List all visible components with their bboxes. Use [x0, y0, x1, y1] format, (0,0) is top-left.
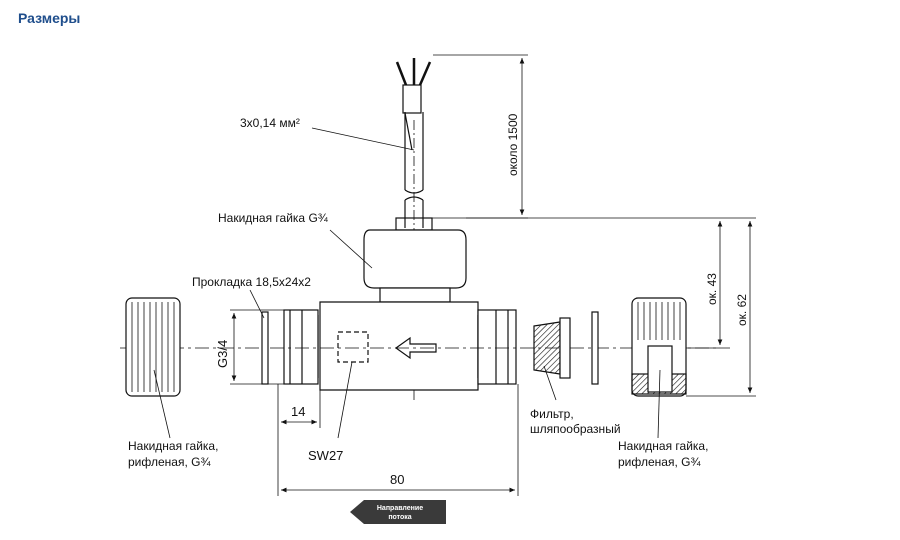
knurled-left-label-1: Накидная гайка, — [128, 439, 218, 453]
knurled-right-label-1: Накидная гайка, — [618, 439, 708, 453]
flow-label-1: Направление — [377, 505, 423, 512]
union-nut-top — [363, 217, 467, 303]
gasket — [261, 311, 269, 385]
gasket-right — [591, 311, 599, 385]
union-nut-label: Накидная гайка G¾ — [218, 211, 329, 225]
gasket-label: Прокладка 18,5x24x2 — [192, 275, 311, 289]
knurled-left-label-2: рифленая, G¾ — [128, 455, 211, 469]
knurled-nut-left — [125, 297, 181, 397]
flow-direction-badge: Направление потока — [350, 500, 446, 524]
sw-label: SW27 — [308, 448, 343, 463]
dim-14-label: 14 — [291, 404, 305, 419]
cable-wires — [395, 58, 432, 151]
length-label: около 1500 — [506, 113, 520, 176]
filter-label-2: шляпообразный — [530, 422, 621, 436]
flow-label-2: потока — [388, 514, 411, 521]
dim-62-label: ок. 62 — [735, 294, 749, 326]
page-title: Размеры — [18, 10, 81, 26]
dim-43-label: ок. 43 — [705, 273, 719, 305]
knurled-nut-right — [631, 297, 687, 397]
meter-body — [283, 301, 517, 391]
knurled-right-label-2: рифленая, G¾ — [618, 455, 701, 469]
cable-label: 3x0,14 мм² — [240, 116, 300, 130]
dim-80-label: 80 — [390, 472, 404, 487]
thread-label: G3/4 — [215, 340, 230, 368]
filter-label-1: Фильтр, — [530, 407, 574, 421]
filter — [533, 317, 571, 379]
